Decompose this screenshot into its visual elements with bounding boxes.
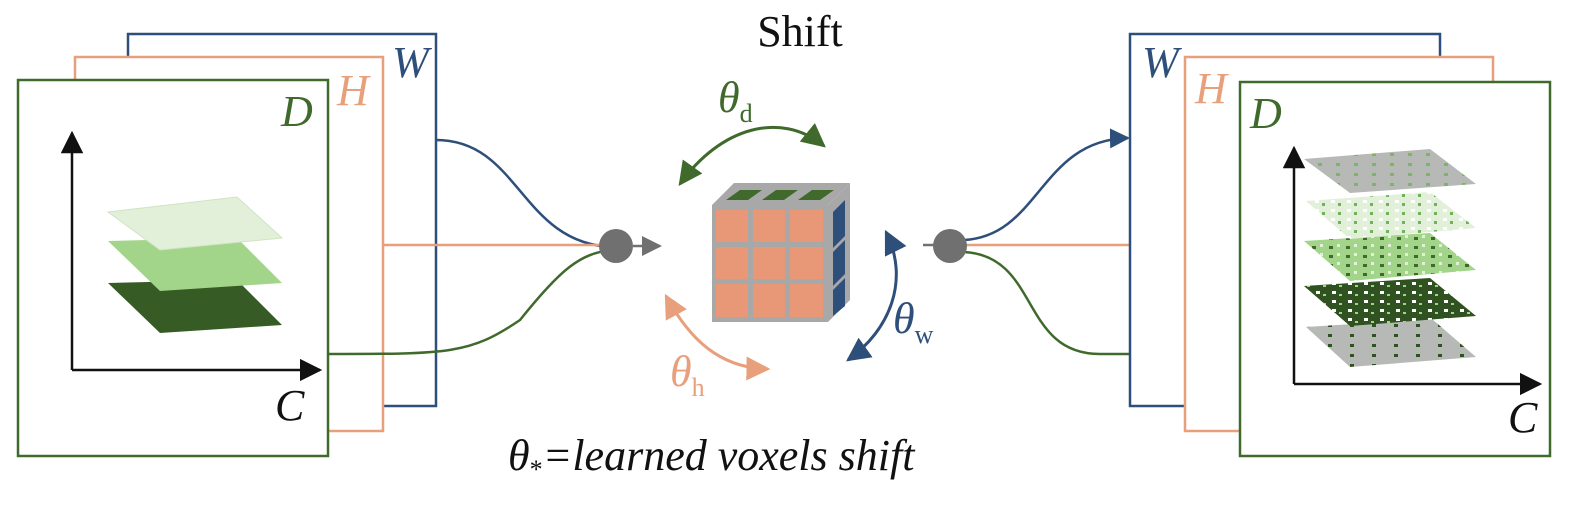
merge-node-icon — [599, 229, 633, 263]
d-output-curve — [963, 250, 1238, 364]
left-d-label: D — [280, 87, 313, 136]
right-d-label: D — [1249, 89, 1282, 138]
right-layer-dark — [1304, 278, 1476, 326]
left-volume: W H D C — [16, 32, 438, 458]
rotation-w: θw — [846, 229, 934, 362]
split-node-icon — [933, 229, 967, 263]
left-c-label: C — [275, 381, 305, 430]
rotation-h: θh — [664, 293, 771, 402]
w-output-curve — [963, 128, 1130, 242]
rotation-w-arrow — [846, 229, 907, 362]
diagram-title: Shift — [757, 7, 843, 56]
right-h-label: H — [1194, 64, 1229, 113]
right-layer-mid — [1304, 233, 1476, 281]
w-input-curve — [435, 138, 613, 249]
left-h-label: H — [336, 66, 371, 115]
d-input-curve — [327, 248, 613, 356]
right-w-label: W — [1142, 38, 1182, 87]
right-layer-gray-top — [1304, 149, 1476, 193]
right-layer-gray-bottom — [1306, 319, 1476, 367]
right-layer-light — [1306, 192, 1476, 239]
theta-h-label: θh — [670, 347, 705, 402]
theta-w-label: θw — [893, 294, 934, 349]
left-layer-mid — [108, 238, 282, 291]
caption: θ*=learned voxels shift — [508, 431, 916, 484]
rotation-d-arrow — [678, 123, 826, 186]
left-layer-dark — [108, 280, 282, 333]
right-c-label: C — [1508, 393, 1538, 442]
right-volume: W H D C — [1128, 32, 1552, 458]
input-connectors — [327, 138, 662, 356]
left-layer-light — [106, 196, 284, 251]
rotation-h-arrow — [664, 293, 771, 381]
left-w-label: W — [392, 38, 432, 87]
voxel-cube-icon — [712, 183, 850, 322]
rotation-d: θd — [678, 73, 826, 186]
theta-d-label: θd — [718, 73, 753, 128]
